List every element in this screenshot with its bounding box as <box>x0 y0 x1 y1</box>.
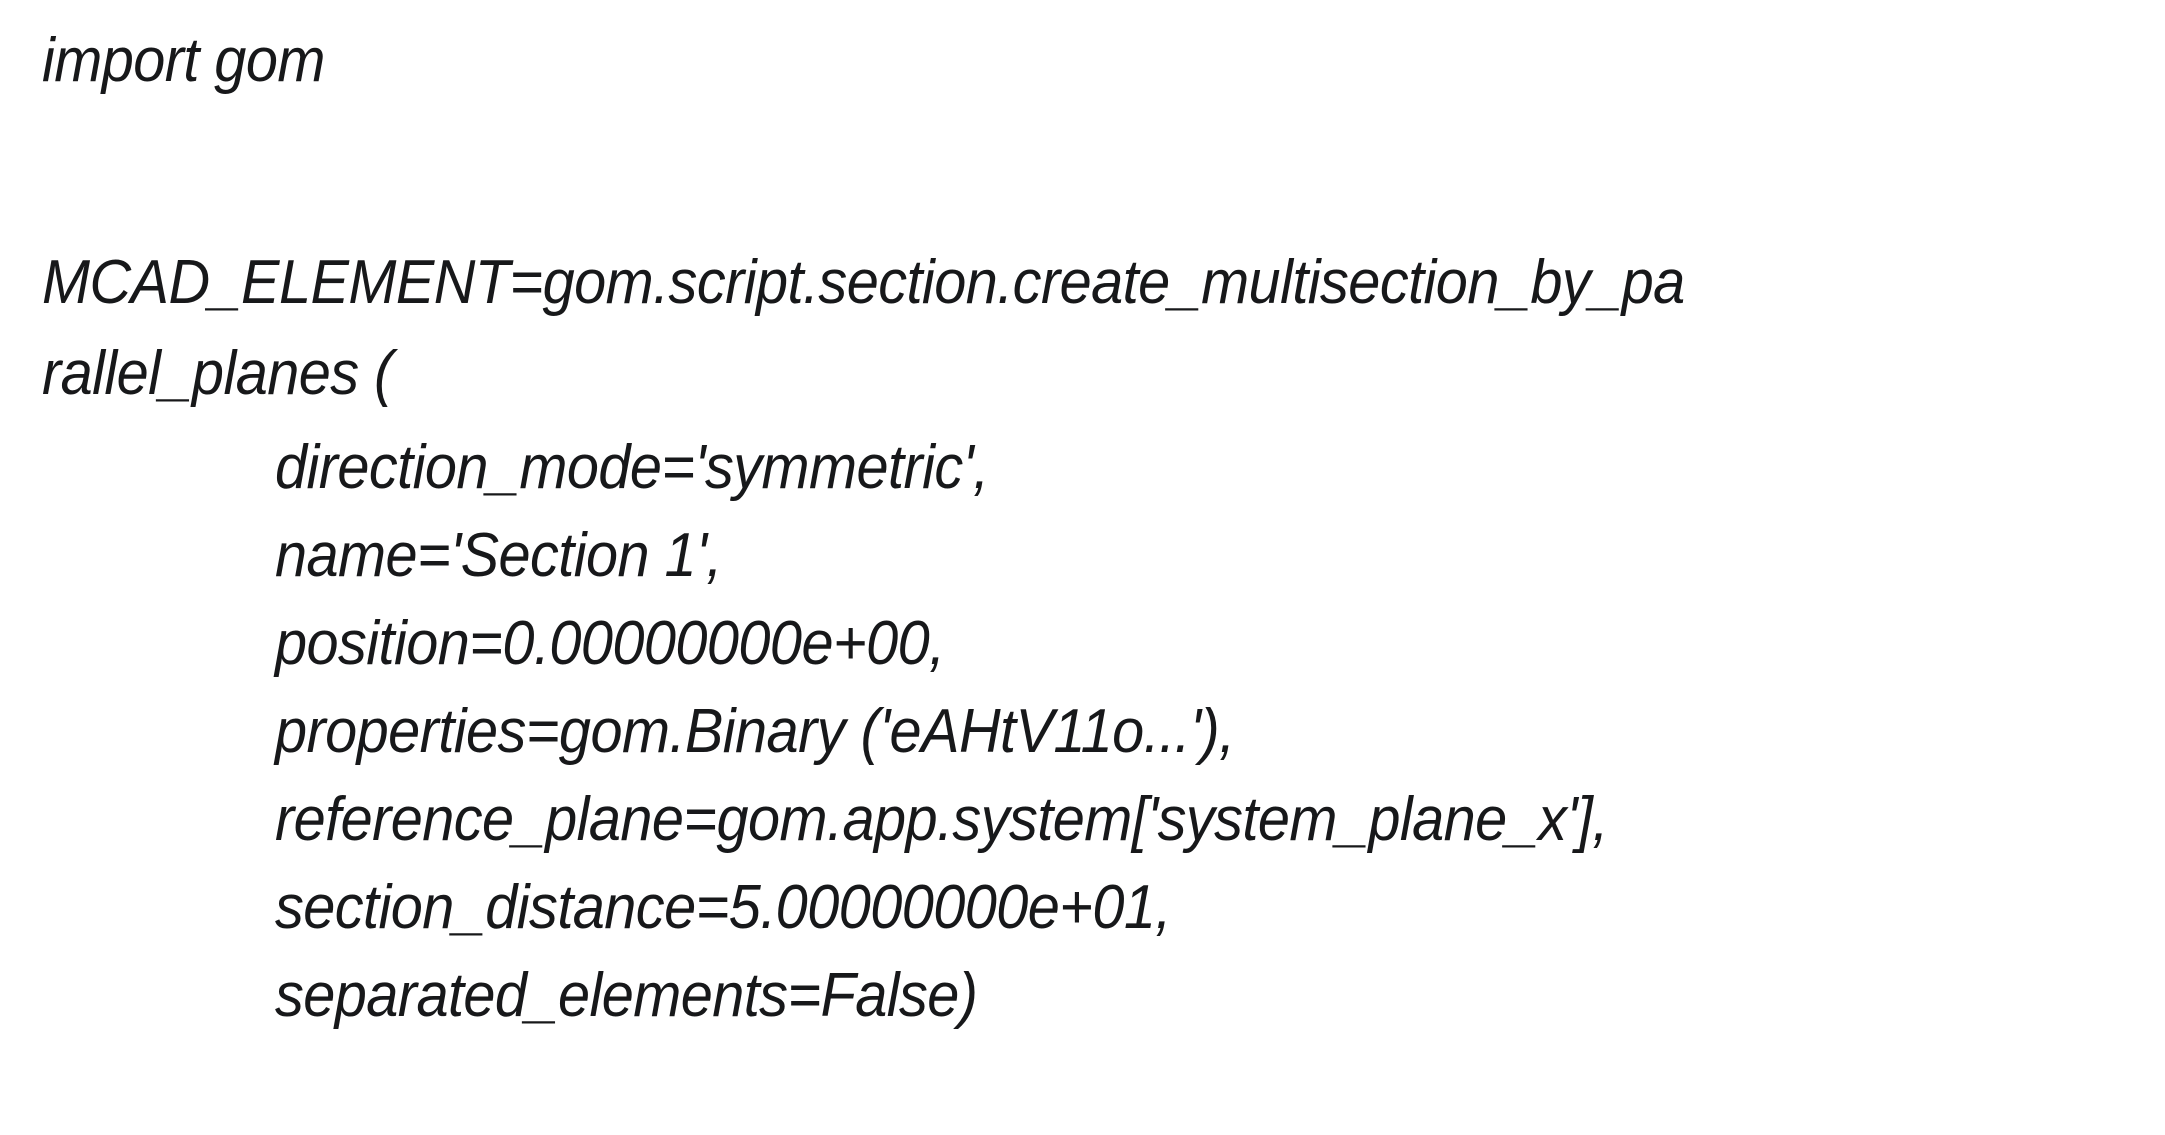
code-line-param-name: name='Section 1', <box>275 521 722 590</box>
code-line-param-properties: properties=gom.Binary ('eAHtV11o...'), <box>275 697 1235 766</box>
code-line-import: import gom <box>42 26 325 95</box>
code-line-param-section-distance: section_distance=5.00000000e+01, <box>275 873 1171 942</box>
code-line-param-position: position=0.00000000e+00, <box>275 609 945 678</box>
code-line-param-reference-plane: reference_plane=gom.app.system['system_p… <box>275 785 1608 854</box>
code-line-param-separated-elements: separated_elements=False) <box>275 961 978 1030</box>
code-line-assignment-wrap: rallel_planes ( <box>42 339 393 408</box>
code-line-param-direction-mode: direction_mode='symmetric', <box>275 433 989 502</box>
code-line-assignment: MCAD_ELEMENT=gom.script.section.create_m… <box>42 248 1685 317</box>
